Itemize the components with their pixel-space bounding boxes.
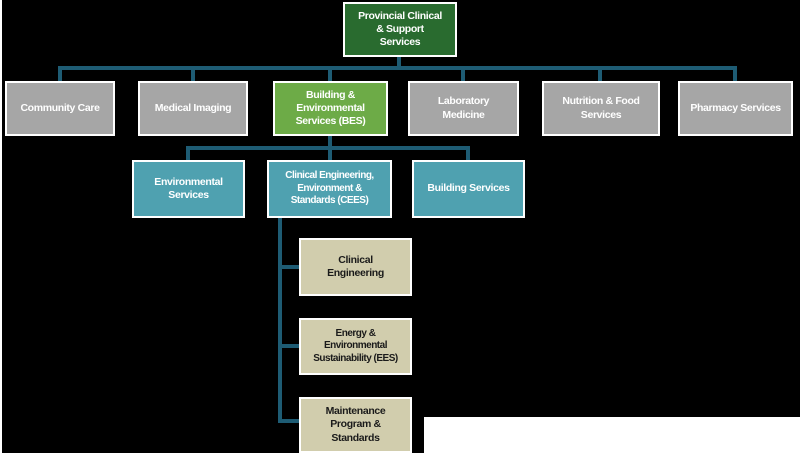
org-node-label: Provincial Clinical & Support Services <box>358 9 442 49</box>
org-node-label: Energy & Environmental Sustainability (E… <box>313 327 398 364</box>
org-node-energy-environmental-sustainability: Energy & Environmental Sustainability (E… <box>299 318 412 375</box>
connector-stub-maintenance <box>278 419 300 423</box>
org-node-cees: Clinical Engineering, Environment & Stan… <box>267 160 392 218</box>
connector-level3-drop-building-services <box>466 150 470 160</box>
org-node-community-care: Community Care <box>5 81 115 136</box>
connector-stub-ees <box>278 344 299 348</box>
org-node-label: Building & Environmental Services (BES) <box>295 88 366 128</box>
connector-bes-drop <box>328 136 332 150</box>
org-node-label: Maintenance Program & Standards <box>325 405 386 444</box>
org-node-label: Laboratory Medicine <box>437 95 490 121</box>
connector-stub-clinical-engineering <box>278 265 299 269</box>
connector-level2-drop-bes <box>328 70 332 81</box>
org-node-label: Medical Imaging <box>154 101 232 114</box>
connector-level3-drop-environmental-services <box>186 150 190 160</box>
org-node-nutrition-food-services: Nutrition & Food Services <box>542 81 660 136</box>
connector-level2-bus <box>58 66 737 70</box>
connector-level3-bus <box>186 146 470 150</box>
org-node-clinical-engineering: Clinical Engineering <box>299 238 412 296</box>
org-node-provincial-clinical-support-services: Provincial Clinical & Support Services <box>343 2 457 57</box>
org-node-environmental-services: Environmental Services <box>132 160 245 218</box>
connector-cees-spine <box>278 218 282 423</box>
org-node-building-services: Building Services <box>412 160 525 218</box>
org-node-label: Nutrition & Food Services <box>562 95 640 121</box>
org-node-label: Community Care <box>20 101 100 114</box>
connector-level2-drop-medical-imaging <box>191 70 195 81</box>
connector-root-drop <box>397 57 401 70</box>
org-node-pharmacy-services: Pharmacy Services <box>678 81 793 136</box>
org-node-laboratory-medicine: Laboratory Medicine <box>408 81 519 136</box>
connector-level2-drop-nutrition-food <box>598 70 602 81</box>
connector-level2-drop-pharmacy <box>733 70 737 81</box>
connector-level2-drop-laboratory-medicine <box>461 70 465 81</box>
org-node-label: Clinical Engineering <box>327 253 384 279</box>
connector-level2-drop-community-care <box>58 70 62 81</box>
org-node-label: Environmental Services <box>154 175 223 201</box>
connector-level3-drop-cees <box>328 150 332 160</box>
org-node-label: Building Services <box>427 182 510 195</box>
org-node-label: Clinical Engineering, Environment & Stan… <box>285 170 374 207</box>
org-node-building-environmental-services: Building & Environmental Services (BES) <box>273 81 388 136</box>
org-node-label: Pharmacy Services <box>690 101 781 114</box>
org-node-maintenance-program-standards: Maintenance Program & Standards <box>299 397 412 453</box>
org-node-medical-imaging: Medical Imaging <box>138 81 248 136</box>
